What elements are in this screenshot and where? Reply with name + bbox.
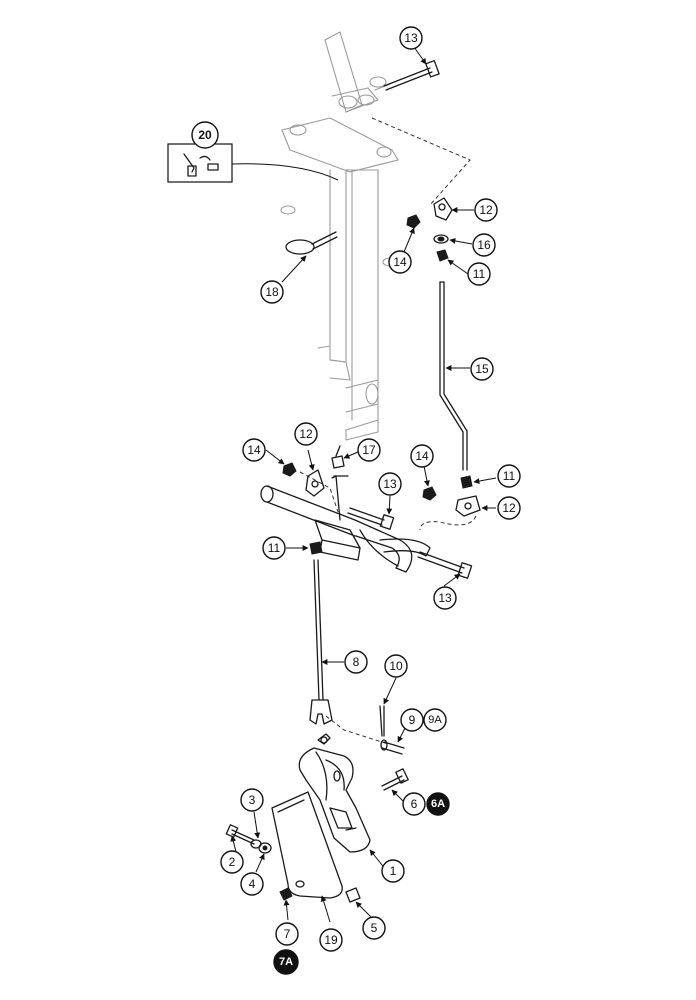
callout-12-right: 12: [497, 496, 521, 520]
nut-11-upper: [436, 249, 449, 262]
nut-14-middle: [282, 462, 297, 477]
svg-text:6: 6: [411, 797, 418, 811]
callout-14-upper: 14: [388, 250, 412, 274]
callout-8: 8: [344, 650, 368, 674]
svg-text:7: 7: [284, 927, 291, 941]
pin-path-9: [325, 715, 389, 745]
link-path-top: [371, 117, 471, 206]
svg-text:12: 12: [502, 501, 516, 515]
callout-1: 1: [381, 859, 405, 883]
nut-5: [345, 887, 361, 903]
callout-4: 4: [240, 872, 264, 896]
svg-text:14: 14: [247, 443, 261, 457]
sensor-kit-20-inset: [167, 143, 339, 183]
leader-lines: [230, 46, 497, 923]
callout-7: 7: [275, 922, 299, 946]
callout-9: 9: [400, 708, 424, 732]
svg-text:12: 12: [479, 203, 493, 217]
rod-15: [439, 281, 468, 471]
callout-2: 2: [220, 850, 244, 874]
bolt-13-middle: [347, 507, 395, 530]
clevis-pin-9: [380, 739, 405, 755]
callout-9a: 9A: [423, 708, 447, 732]
svg-text:11: 11: [268, 541, 281, 555]
svg-text:7A: 7A: [279, 956, 293, 968]
svg-text:8: 8: [353, 655, 360, 669]
svg-text:12: 12: [299, 427, 313, 441]
callout-19: 19: [319, 928, 343, 952]
callout-15: 15: [470, 357, 494, 381]
callout-11-upper: 11: [467, 262, 491, 286]
svg-text:13: 13: [438, 591, 452, 605]
callout-6: 6: [402, 792, 426, 816]
callout-18: 18: [260, 280, 284, 304]
svg-text:9A: 9A: [428, 714, 442, 726]
svg-text:3: 3: [249, 793, 256, 807]
svg-text:16: 16: [477, 238, 491, 252]
lever-bracket-1: [298, 733, 371, 853]
callout-17: 17: [357, 438, 381, 462]
svg-text:10: 10: [389, 659, 403, 673]
svg-text:18: 18: [265, 285, 279, 299]
bolt-6: [381, 768, 409, 791]
svg-text:19: 19: [324, 933, 338, 947]
svg-text:2: 2: [229, 855, 236, 869]
callout-14-middle: 14: [242, 438, 266, 462]
svg-text:14: 14: [393, 255, 407, 269]
rod-end-12-right: [455, 495, 481, 517]
callout-13-lower: 13: [433, 586, 457, 610]
rod-8: [309, 559, 333, 725]
cotter-pin-10: [379, 705, 385, 737]
svg-text:13: 13: [383, 477, 397, 491]
callout-11-lower: 11: [262, 536, 286, 560]
nut-11-lower: [309, 541, 323, 555]
callout-13-middle: 13: [378, 472, 402, 496]
bolt-13-lower: [417, 551, 473, 579]
svg-text:20: 20: [198, 128, 212, 142]
svg-text:14: 14: [415, 449, 429, 463]
svg-text:5: 5: [371, 921, 378, 935]
callout-12-middle: 12: [294, 422, 318, 446]
callout-7a: 7A: [273, 949, 299, 975]
nut-14-right: [422, 486, 437, 501]
svg-text:9: 9: [409, 713, 416, 727]
callout-10: 10: [384, 654, 408, 678]
washer-16: [433, 234, 449, 244]
callout-16: 16: [472, 233, 496, 257]
svg-text:6A: 6A: [431, 798, 445, 810]
svg-text:17: 17: [362, 443, 376, 457]
nut-11-right: [460, 475, 473, 489]
cross-shaft-assembly: [260, 471, 431, 573]
washer-4: [258, 842, 272, 854]
callout-3: 3: [240, 788, 264, 812]
svg-text:13: 13: [404, 31, 418, 45]
rod-end-12-upper: [433, 197, 453, 221]
upper-column-frame: [280, 31, 399, 441]
svg-text:11: 11: [503, 469, 516, 483]
callout-6a: 6A: [426, 792, 450, 816]
callout-13-top: 13: [399, 26, 423, 50]
nut-14-upper: [406, 214, 421, 229]
nut-7: [279, 887, 293, 901]
callout-14-right: 14: [410, 444, 434, 468]
svg-text:4: 4: [249, 877, 256, 891]
bolt-2: [225, 824, 255, 845]
pin-18: [285, 231, 338, 255]
svg-text:15: 15: [475, 362, 489, 376]
bolt-13-top: [383, 60, 440, 91]
link-path-right: [419, 515, 477, 531]
rod-end-12-middle: [305, 469, 325, 497]
callout-12-upper: 12: [474, 198, 498, 222]
svg-text:11: 11: [473, 267, 486, 281]
callout-5: 5: [362, 916, 386, 940]
pin-17: [331, 445, 345, 469]
callout-20: 20: [191, 121, 219, 149]
callout-11-right: 11: [497, 464, 521, 488]
svg-text:1: 1: [390, 864, 397, 878]
